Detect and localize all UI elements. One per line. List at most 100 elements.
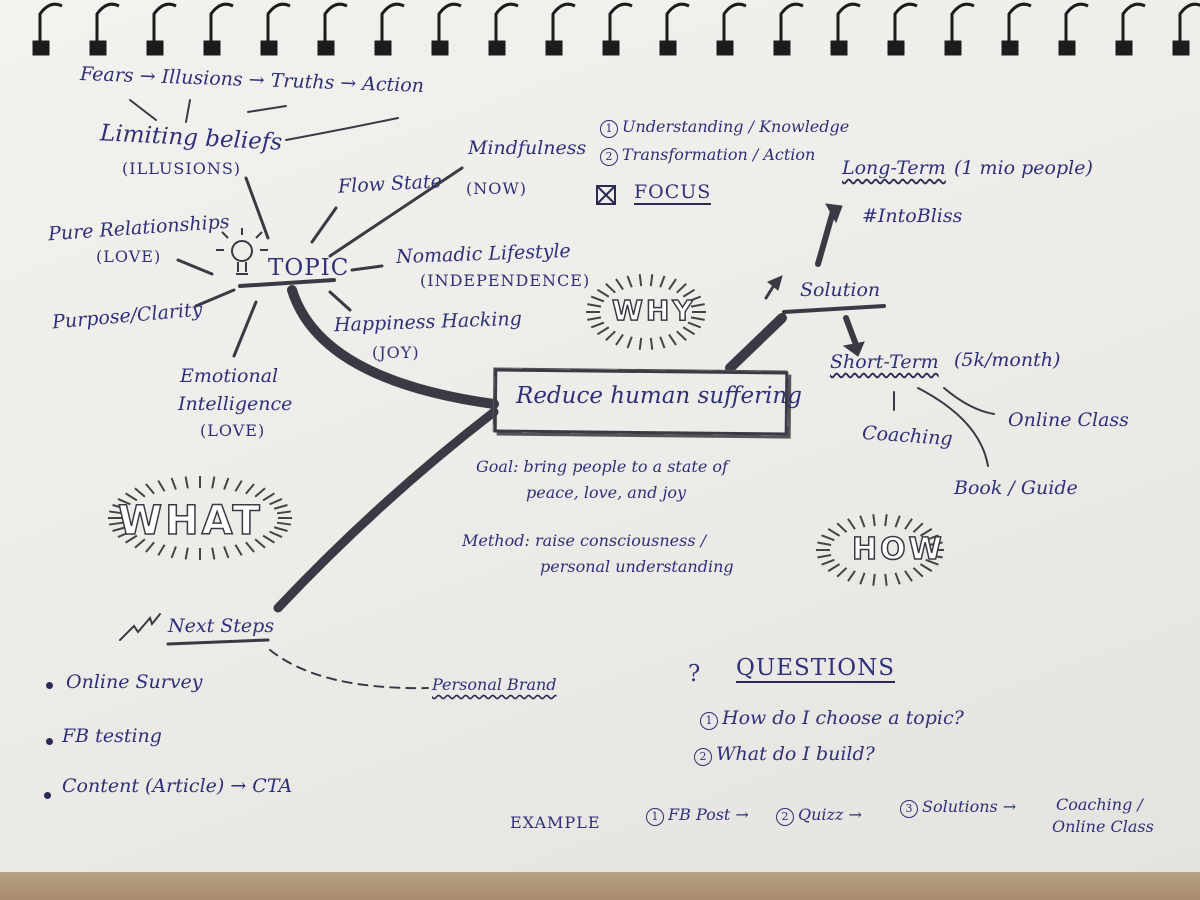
burst-ray	[587, 303, 602, 308]
burst-ray	[276, 510, 292, 515]
burst-ray	[125, 492, 138, 502]
burst-ray	[184, 476, 189, 489]
example-step-3-text: Solutions →	[922, 797, 1017, 816]
burst-ray	[134, 538, 146, 549]
burst-ray	[668, 278, 677, 291]
book-guide-label: Book / Guide	[954, 477, 1078, 499]
solution-label: Solution	[800, 279, 881, 301]
burst-ray	[117, 530, 131, 538]
burst-ray	[904, 518, 913, 530]
number-1-icon: 1	[600, 120, 618, 138]
burst-ray	[659, 336, 666, 349]
spiral-hole	[716, 40, 734, 56]
bullet-icon	[46, 738, 53, 745]
number-1-icon: 1	[646, 808, 664, 826]
spiral-ring	[95, 2, 120, 48]
burst-ray	[626, 336, 633, 349]
spiral-hole	[317, 40, 335, 56]
burst-ray	[925, 534, 939, 542]
burst-ray	[245, 541, 255, 553]
burst-ray	[668, 333, 677, 346]
spiral-hole	[203, 40, 221, 56]
focus-item-1-text: Understanding / Knowledge	[622, 117, 850, 136]
spiral-ring	[779, 2, 804, 48]
love-label-2: (LOVE)	[200, 421, 266, 440]
burst-ray	[112, 526, 127, 532]
spiral-ring	[836, 2, 861, 48]
short-term-label: Short-Term	[830, 351, 939, 373]
burst-ray	[912, 522, 924, 533]
how-label: HOW	[851, 531, 945, 568]
table-surface	[0, 872, 1200, 900]
goal-line-1: Goal: bring people to a state of	[476, 457, 728, 476]
burst-ray	[817, 554, 832, 559]
burst-ray	[245, 483, 255, 495]
burst-ray	[682, 288, 696, 298]
burst-ray	[904, 570, 913, 582]
burst-ray	[112, 504, 127, 510]
burst-ray	[223, 477, 230, 490]
burst-ray	[587, 316, 602, 321]
method-line-2: personal understanding	[540, 557, 734, 576]
number-2-icon: 2	[600, 148, 618, 166]
spoke-relationships	[176, 258, 214, 276]
example-step-4: Coaching /	[1056, 795, 1143, 814]
burst-ray	[649, 337, 654, 350]
burst-ray	[827, 563, 841, 573]
burst-ray	[821, 534, 835, 542]
joy-label: (JOY)	[372, 343, 420, 362]
spiral-ring	[722, 2, 747, 48]
burst-ray	[894, 572, 901, 585]
spiral-hole	[1115, 40, 1133, 56]
burst-ray	[157, 544, 166, 556]
burst-ray	[872, 573, 876, 586]
burst-ray	[836, 567, 848, 578]
burst-ray	[872, 514, 876, 527]
spiral-hole	[1001, 40, 1019, 56]
burst-ray	[928, 554, 943, 559]
burst-ray	[659, 275, 666, 288]
spiral-hole	[1058, 40, 1076, 56]
what-label: WHAT	[117, 497, 263, 545]
spiral-ring	[380, 2, 405, 48]
burst-ray	[590, 295, 605, 303]
next-step-3: Content (Article) → CTA	[62, 775, 293, 797]
number-2-icon: 2	[694, 748, 712, 766]
questions-title: QUESTIONS	[736, 655, 895, 684]
emotional-label: Emotional	[180, 365, 279, 387]
spiral-hole	[602, 40, 620, 56]
burst-ray	[638, 337, 643, 350]
burst-ray	[847, 518, 856, 530]
burst-ray	[884, 573, 888, 586]
spoke-beliefs	[244, 176, 270, 240]
question-2-text: What do I build?	[716, 743, 875, 765]
spoke-happiness	[328, 290, 352, 312]
burst-ray	[884, 514, 888, 527]
burst-ray	[273, 526, 288, 532]
burst-ray	[626, 275, 633, 288]
burst-ray	[928, 541, 943, 546]
burst-ray	[134, 487, 146, 498]
spiral-binding	[32, 2, 1200, 56]
burst-ray	[157, 480, 166, 492]
question-1-text: How do I choose a topic?	[722, 707, 964, 729]
burst-ray	[145, 483, 155, 495]
burst-ray	[615, 333, 624, 346]
burst-ray	[125, 534, 138, 544]
spiral-hole	[830, 40, 848, 56]
spiral-hole	[545, 40, 563, 56]
burst-ray	[821, 558, 835, 566]
burst-what-rays	[108, 476, 292, 560]
burst-ray	[925, 558, 939, 566]
burst-why-rays	[586, 274, 706, 350]
focus-label: FOCUS	[634, 181, 712, 205]
burst-ray	[269, 530, 283, 538]
personal-brand-label: Personal Brand	[432, 675, 557, 694]
branch-topic	[287, 285, 499, 409]
branch-solution	[725, 313, 787, 373]
online-class-label: Online Class	[1008, 409, 1129, 431]
intelligence-label: Intelligence	[178, 393, 293, 415]
burst-ray	[605, 283, 616, 294]
spiral-ring	[494, 2, 519, 48]
spoke-emotional	[232, 300, 258, 358]
